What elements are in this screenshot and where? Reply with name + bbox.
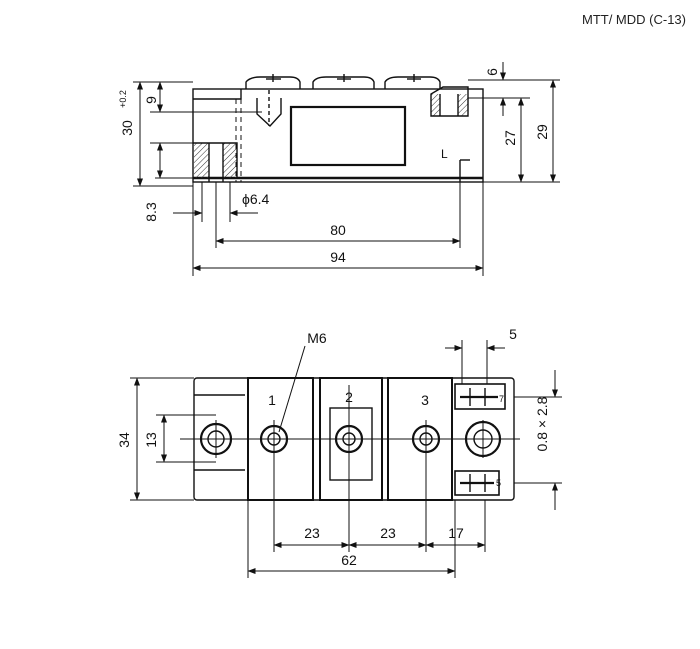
side-terminal-bump-1 xyxy=(245,76,301,89)
dim-6-label: 6 xyxy=(484,68,500,76)
tab-number-7: 7 xyxy=(499,394,504,404)
dim-5-label: 5 xyxy=(509,326,517,342)
dim-17-label: 17 xyxy=(448,525,464,541)
terminal-number-1: 1 xyxy=(268,392,276,408)
side-mount-hole-right-hatch xyxy=(223,143,237,178)
terminal-number-2: 2 xyxy=(345,389,353,405)
dim-62-label: 62 xyxy=(341,552,357,568)
dim-94-label: 94 xyxy=(330,249,346,265)
terminal-number-3: 3 xyxy=(421,392,429,408)
dim-34-label: 34 xyxy=(116,432,132,448)
dim-29-label: 29 xyxy=(534,124,550,140)
dim-30-label: 30 xyxy=(119,120,135,136)
dim-23a-label: 23 xyxy=(304,525,320,541)
side-terminal-bump-2 xyxy=(312,76,375,89)
terminal-letter-label: L xyxy=(441,147,448,161)
top-tab-terminal-lower xyxy=(454,470,500,496)
thread-m6-label: M6 xyxy=(307,330,327,346)
dim-27-label: 27 xyxy=(502,130,518,146)
side-tab-terminal xyxy=(430,86,469,117)
side-view xyxy=(192,74,484,183)
dim-8-3-label: 8.3 xyxy=(143,202,159,222)
side-mount-hole-left-hatch xyxy=(194,143,209,178)
dim-tab-size-label: 0.8 × 2.8 xyxy=(534,396,550,451)
dim-phi-6-4-label: ϕ6.4 xyxy=(242,191,270,207)
side-tab-terminal-hatch xyxy=(431,94,440,116)
side-base-body xyxy=(192,88,484,183)
top-view-centerlines xyxy=(180,385,520,552)
side-view-dimensions xyxy=(133,62,560,276)
side-left-screw xyxy=(256,98,282,127)
side-center-window xyxy=(289,105,407,167)
top-view-dimensions xyxy=(130,340,562,578)
dim-30-tolerance-label: +0.2 xyxy=(118,90,128,108)
dim-80-label: 80 xyxy=(330,222,346,238)
top-tab-terminal-upper xyxy=(454,383,506,410)
tab-number-5: 5 xyxy=(496,478,501,488)
model-code-label: MTT/ MDD (C-13) xyxy=(582,12,686,27)
dim-23b-label: 23 xyxy=(380,525,396,541)
dim-9-label: 9 xyxy=(143,96,159,104)
dim-13-label: 13 xyxy=(143,432,159,448)
